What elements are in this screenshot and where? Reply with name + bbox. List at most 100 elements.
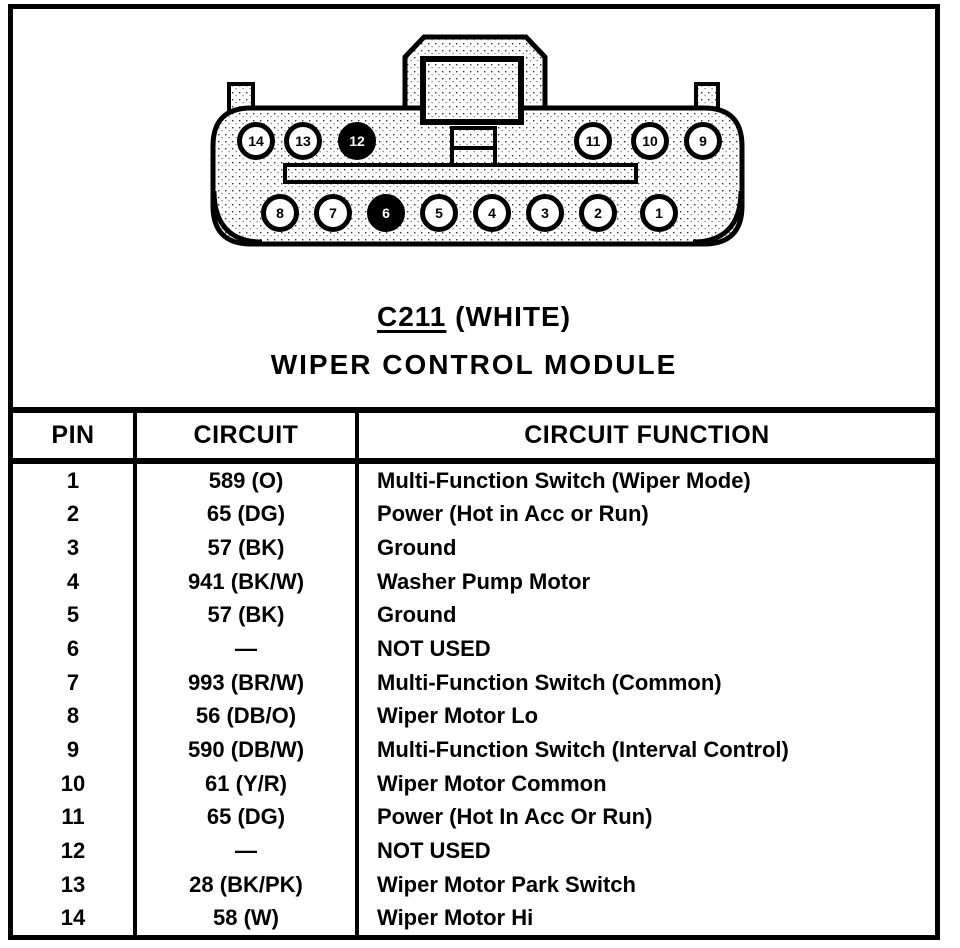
table-row: 12— NOT USED [13,834,935,868]
svg-text:13: 13 [295,133,311,149]
connector-id-label: C211 [376,301,447,332]
connector-color-label: (WHITE) [455,301,572,332]
svg-text:14: 14 [248,133,264,149]
connector-pin-11: 11 [574,122,612,160]
svg-text:2: 2 [594,205,602,221]
circuit-cell: 28 (BK/PK) [137,867,359,902]
pin-cell: 4 [13,564,137,599]
pin-cell: 14 [13,901,137,935]
pin-cell: 12 [13,834,137,868]
connector-pin-12: 12 [338,122,376,160]
function-cell: Washer Pump Motor [377,568,591,594]
circuit-cell: — [137,632,359,666]
svg-text:3: 3 [541,205,549,221]
connector-pin-6: 6 [367,194,405,232]
connector-pin-9: 9 [684,122,722,160]
circuit-cell: 61 (Y/R) [137,766,359,801]
function-cell: NOT USED [377,837,491,863]
svg-text:4: 4 [488,205,496,221]
connector-pin-7: 7 [314,194,352,232]
circuit-cell: 65 (DG) [137,800,359,835]
svg-text:7: 7 [329,205,337,221]
circuit-cell: 589 (O) [137,464,359,498]
circuit-cell: 58 (W) [137,901,359,935]
svg-text:12: 12 [349,133,365,149]
pin-cell: 7 [13,665,137,700]
pin-cell: 6 [13,632,137,666]
pin-cell: 5 [13,598,137,633]
pin-cell: 3 [13,531,137,565]
circuit-cell: 65 (DG) [137,497,359,532]
connector-pin-8: 8 [261,194,299,232]
circuit-cell: 57 (BK) [137,598,359,633]
function-cell: Wiper Motor Common [377,770,607,796]
circuit-cell: 590 (DB/W) [137,733,359,767]
connector-diagram: 14 13 12 11 10 9 8 7 6 5 4 3 2 1 [210,34,745,247]
svg-text:5: 5 [435,205,443,221]
connector-pin-2: 2 [579,194,617,232]
header-circuit-function: CIRCUIT FUNCTION [524,421,770,449]
function-cell: Ground [377,602,457,628]
circuit-cell: 993 (BR/W) [137,665,359,700]
function-cell: Multi-Function Switch (Wiper Mode) [377,467,751,493]
connector-pins: 14 13 12 11 10 9 8 7 6 5 4 3 2 1 [237,122,722,232]
header-circuit: CIRCUIT [137,413,359,458]
function-cell: Wiper Motor Lo [377,703,539,729]
pin-cell: 13 [13,867,137,902]
circuit-cell: 941 (BK/W) [137,564,359,599]
circuit-cell: — [137,834,359,868]
pin-cell: 10 [13,766,137,801]
connector-slot [283,163,638,184]
connector-corner-arc-left [211,190,263,245]
svg-text:1: 1 [655,205,663,221]
connector-title: C211 (WHITE) [13,301,935,333]
header-pin: PIN [13,413,137,458]
table-row: 6— NOT USED [13,632,935,666]
connector-pin-13: 13 [284,122,322,160]
table-header-row: PIN CIRCUIT CIRCUIT FUNCTION [13,413,935,464]
pin-cell: 8 [13,699,137,734]
circuit-cell: 56 (DB/O) [137,699,359,734]
connector-latch-window [420,56,524,125]
connector-pin-14: 14 [237,122,275,160]
function-cell: Power (Hot In Acc Or Run) [377,804,653,830]
pin-cell: 9 [13,733,137,767]
function-cell: Multi-Function Switch (Common) [377,669,722,695]
connector-pin-4: 4 [473,194,511,232]
pin-cell: 1 [13,464,137,498]
connector-pin-5: 5 [420,194,458,232]
svg-text:10: 10 [642,133,658,149]
connector-pin-3: 3 [526,194,564,232]
function-cell: Multi-Function Switch (Interval Control) [377,736,789,762]
svg-text:6: 6 [382,205,390,221]
svg-text:8: 8 [276,205,284,221]
svg-text:9: 9 [699,133,707,149]
function-cell: Wiper Motor Hi [377,905,534,931]
connector-key-rib [450,126,497,169]
pin-cell: 2 [13,497,137,532]
function-cell: Ground [377,535,457,561]
svg-text:11: 11 [586,133,601,149]
connector-corner-arc-right [692,190,744,245]
pin-cell: 11 [13,800,137,835]
module-name-title: WIPER CONTROL MODULE [270,349,678,380]
function-cell: Wiper Motor Park Switch [377,871,636,897]
connector-pin-1: 1 [640,194,678,232]
connector-pin-10: 10 [631,122,669,160]
function-cell: NOT USED [377,636,491,662]
